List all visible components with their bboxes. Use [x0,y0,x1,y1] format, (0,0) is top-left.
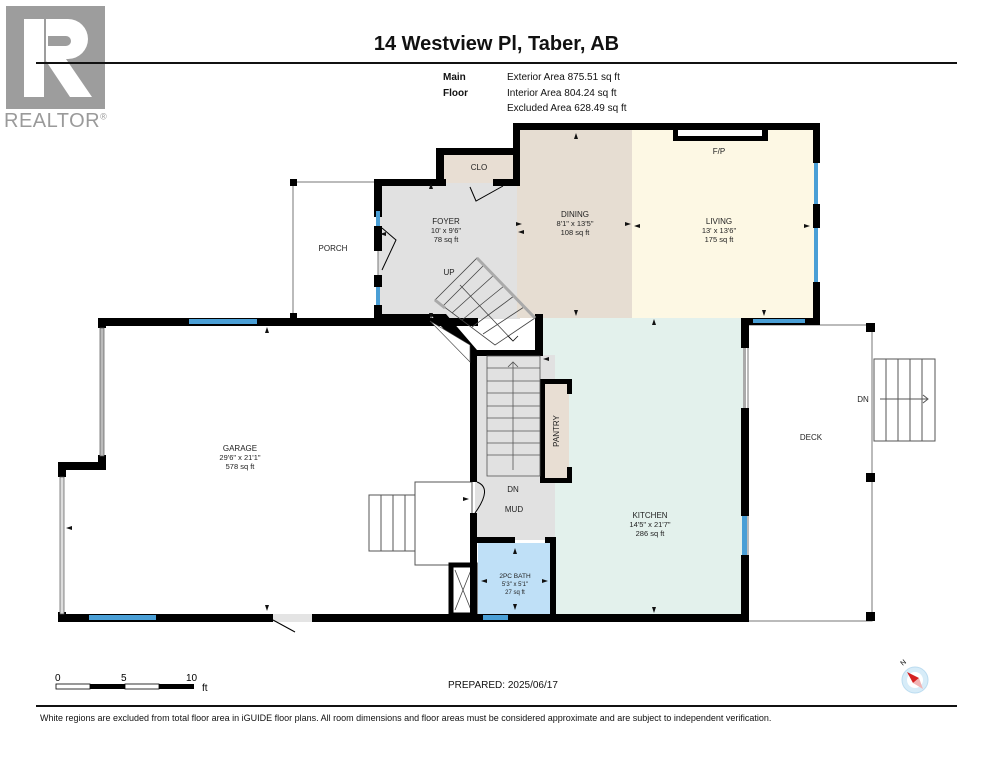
garage-area-text: 578 sq ft [226,462,256,471]
bath-dims: 5'3" x 5'1" [502,582,528,588]
bath-area [478,543,551,615]
living-dims: 13' x 13'6" [702,226,737,235]
label-deck: DECK [800,433,823,442]
garage-dims: 29'6" x 21'1" [219,453,260,462]
dining-area-text: 108 sq ft [561,228,591,237]
scale-tick-5: 5 [121,673,127,684]
foyer-dims: 10' x 9'6" [431,226,461,235]
closet-area [440,153,514,183]
scale-tick-0: 0 [55,673,61,684]
foyer-area [378,183,520,319]
living-area [632,128,815,318]
header-divider [36,62,957,64]
compass-north-label: N [900,659,908,668]
dining-dims: 8'1" x 13'5" [557,219,594,228]
compass-icon: N [896,656,936,701]
label-deck-dn: DN [857,395,869,404]
label-foyer: FOYER [432,217,460,226]
realtor-r-icon [6,6,105,109]
realtor-wordmark: REALTOR® [4,110,108,132]
pantry-area [543,382,569,479]
prepared-date: PREPARED: 2025/06/17 [448,680,558,691]
kitchen-area-text: 286 sq ft [636,529,666,538]
label-garage: GARAGE [223,444,257,453]
exterior-area: Exterior Area 875.51 sq ft [507,72,620,83]
label-dining: DINING [561,210,589,219]
label-bath: 2PC BATH [499,573,531,580]
kitchen-dims: 14'5" x 21'7" [629,520,670,529]
label-pantry: PANTRY [552,414,561,446]
label-fireplace: F/P [713,147,725,156]
label-mud-dn: DN [507,485,519,494]
bath-area-text: 27 sq ft [505,590,525,596]
page-title: 14 Westview Pl, Taber, AB [373,33,620,55]
realtor-logo [6,6,106,110]
kitchen-area [540,318,745,618]
foyer-area-text: 78 sq ft [434,235,460,244]
interior-area: Interior Area 804.24 sq ft [507,87,617,99]
floor-label: Main Floor [443,72,468,99]
living-area-text: 175 sq ft [705,235,735,244]
disclaimer-text: White regions are excluded from total fl… [40,713,772,723]
dining-area [517,128,632,318]
label-porch: PORCH [319,244,348,253]
label-mud: MUD [505,505,523,514]
label-closet: CLO [471,163,487,172]
label-stairs-up: UP [443,268,454,277]
scale-tick-10: 10 [186,673,198,684]
label-kitchen: KITCHEN [632,511,667,520]
scale-unit: ft [202,683,208,693]
excluded-area: Excluded Area 628.49 sq ft [507,103,627,114]
label-living: LIVING [706,217,732,226]
footer-divider [36,705,957,707]
scale-bar: 0 5 10 ft [55,671,215,698]
